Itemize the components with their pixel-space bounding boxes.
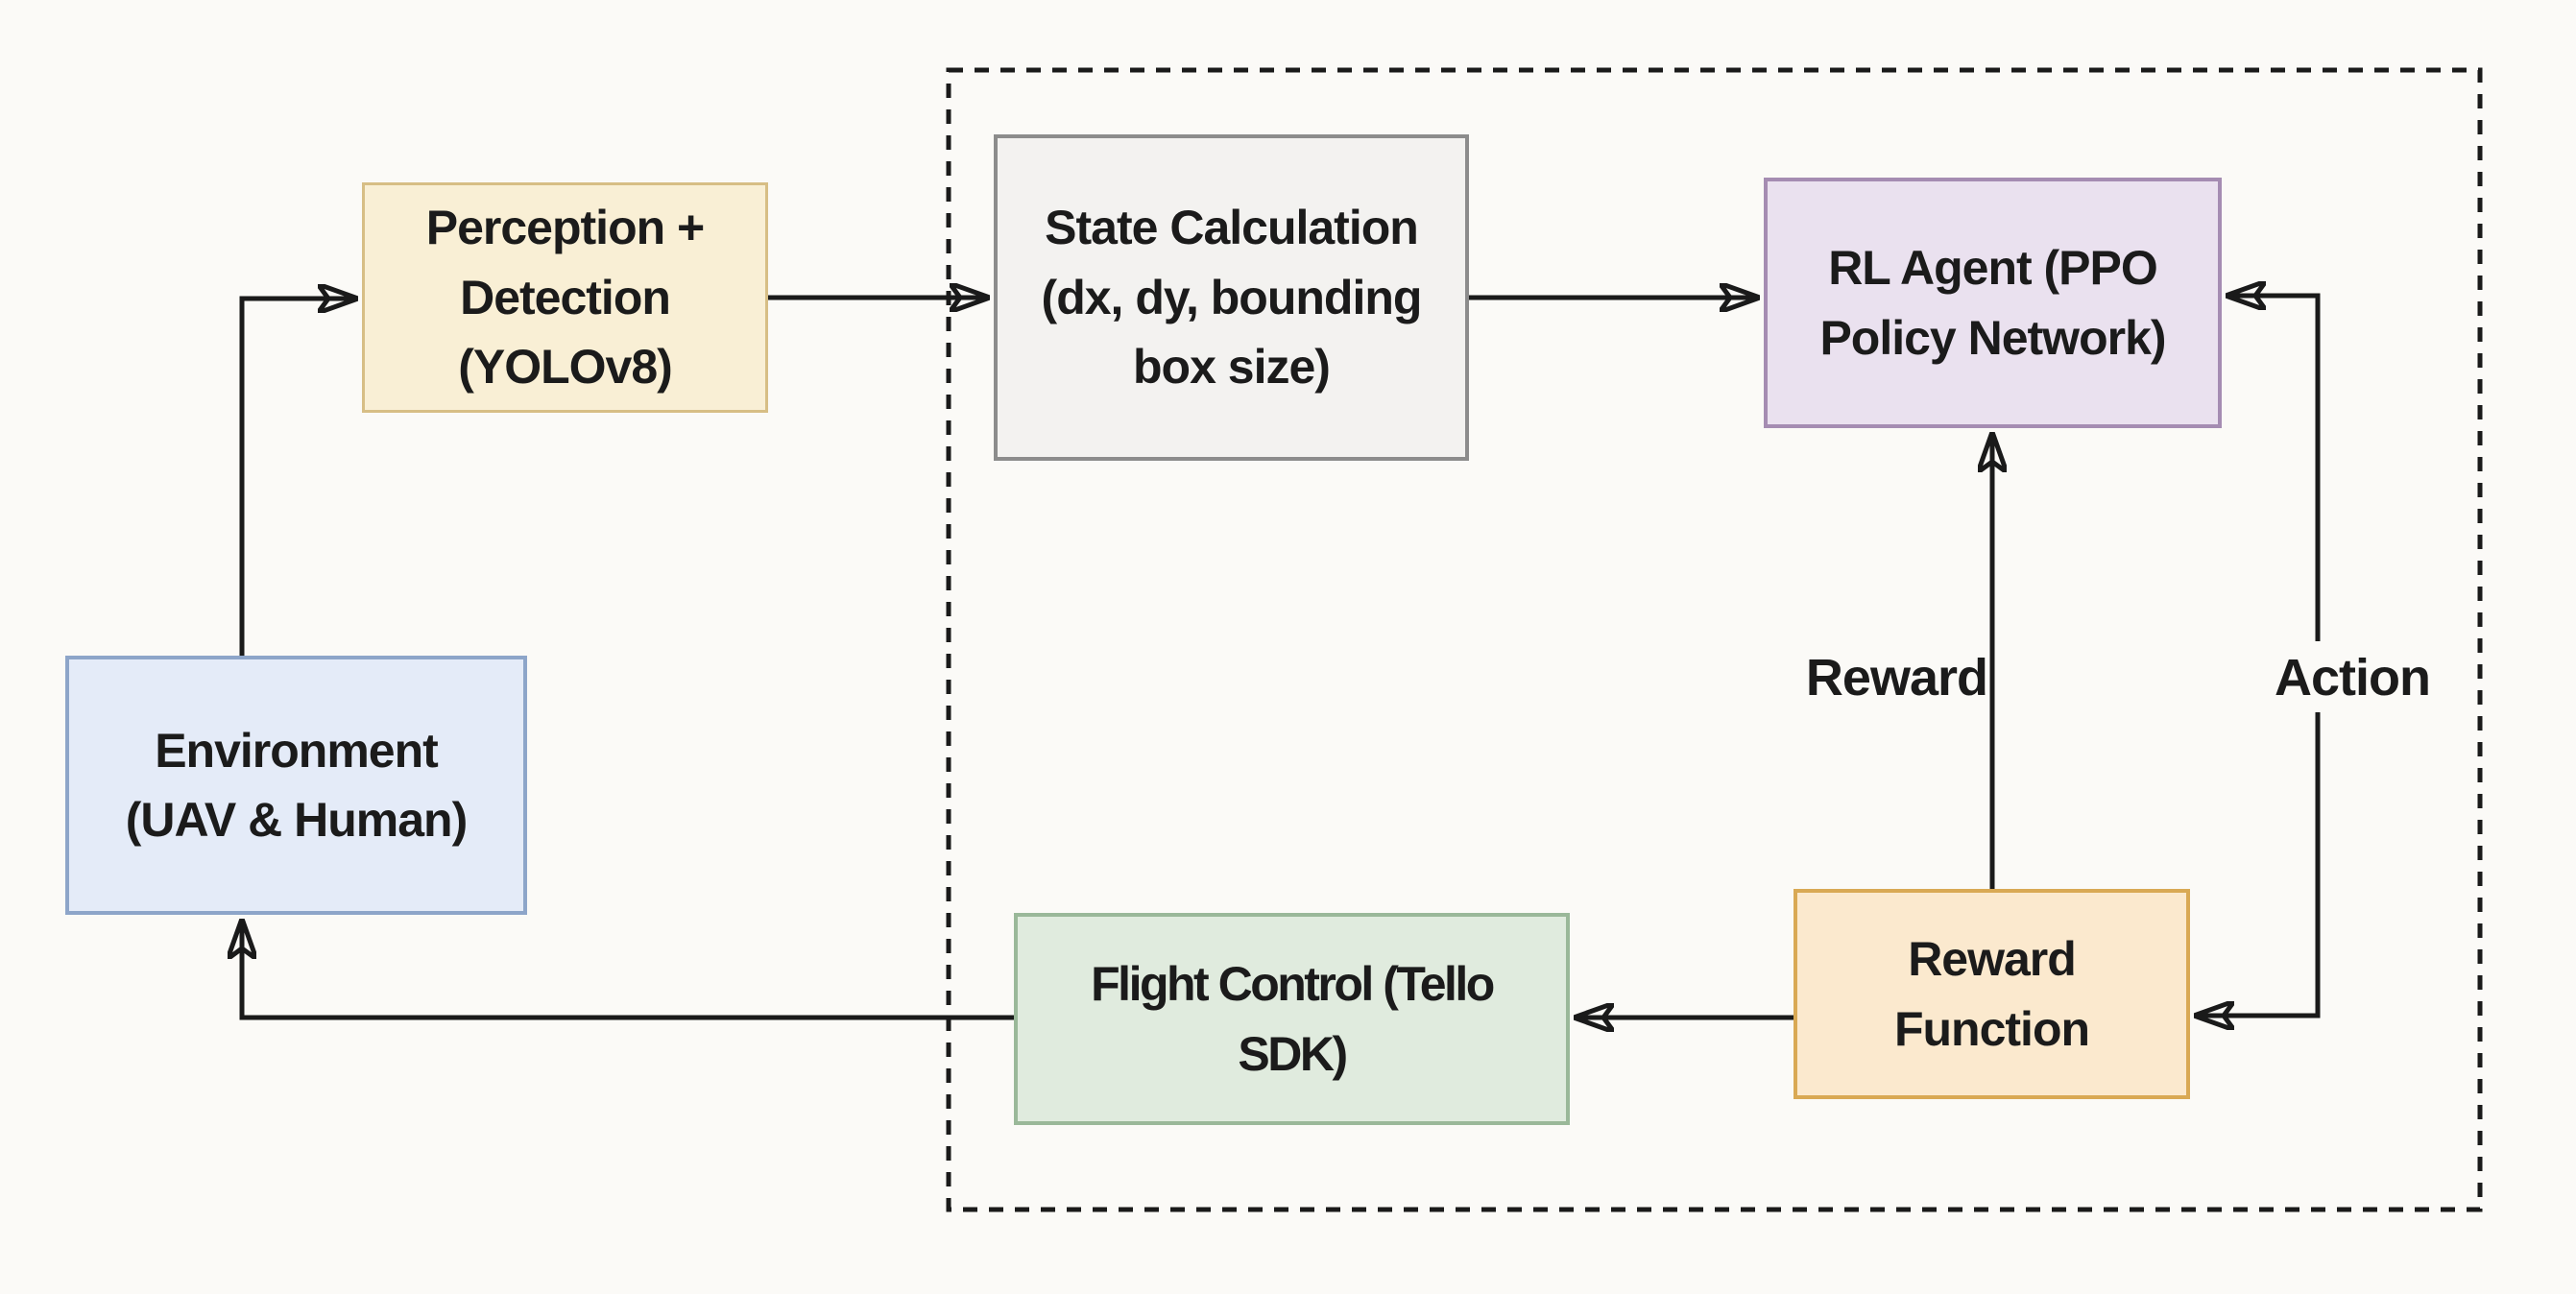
node-reward-function: Reward Function bbox=[1794, 889, 2190, 1099]
node-state-calculation: State Calculation (dx, dy, bounding box … bbox=[994, 134, 1469, 461]
edge-label-reward: Reward bbox=[1805, 649, 1988, 707]
training-loop-dashed-boundary bbox=[946, 67, 2483, 1212]
edge-flightcontrol-to-environment bbox=[242, 921, 1014, 1020]
node-flight-control-label: Flight Control (Tello SDK) bbox=[1091, 957, 1495, 1081]
node-rl-agent: RL Agent (PPO Policy Network) bbox=[1764, 178, 2222, 428]
edge-environment-to-perception bbox=[239, 299, 356, 656]
edge-label-action: Action bbox=[2267, 643, 2438, 712]
edge-action-lower-into-rewardfn bbox=[2196, 712, 2321, 1016]
node-flight-control: Flight Control (Tello SDK) bbox=[1014, 913, 1570, 1125]
node-environment-label: Environment (UAV & Human) bbox=[125, 723, 469, 848]
node-reward-function-label: Reward Function bbox=[1893, 932, 2090, 1056]
node-state-calculation-label: State Calculation (dx, dy, bounding box … bbox=[1041, 201, 1423, 395]
node-perception-detection-label: Perception + Detection (YOLOv8) bbox=[425, 201, 705, 395]
edge-action-upper-into-rlagent bbox=[2227, 296, 2321, 641]
node-perception-detection: Perception + Detection (YOLOv8) bbox=[362, 182, 768, 413]
node-environment: Environment (UAV & Human) bbox=[65, 656, 527, 915]
node-rl-agent-label: RL Agent (PPO Policy Network) bbox=[1819, 241, 2166, 365]
